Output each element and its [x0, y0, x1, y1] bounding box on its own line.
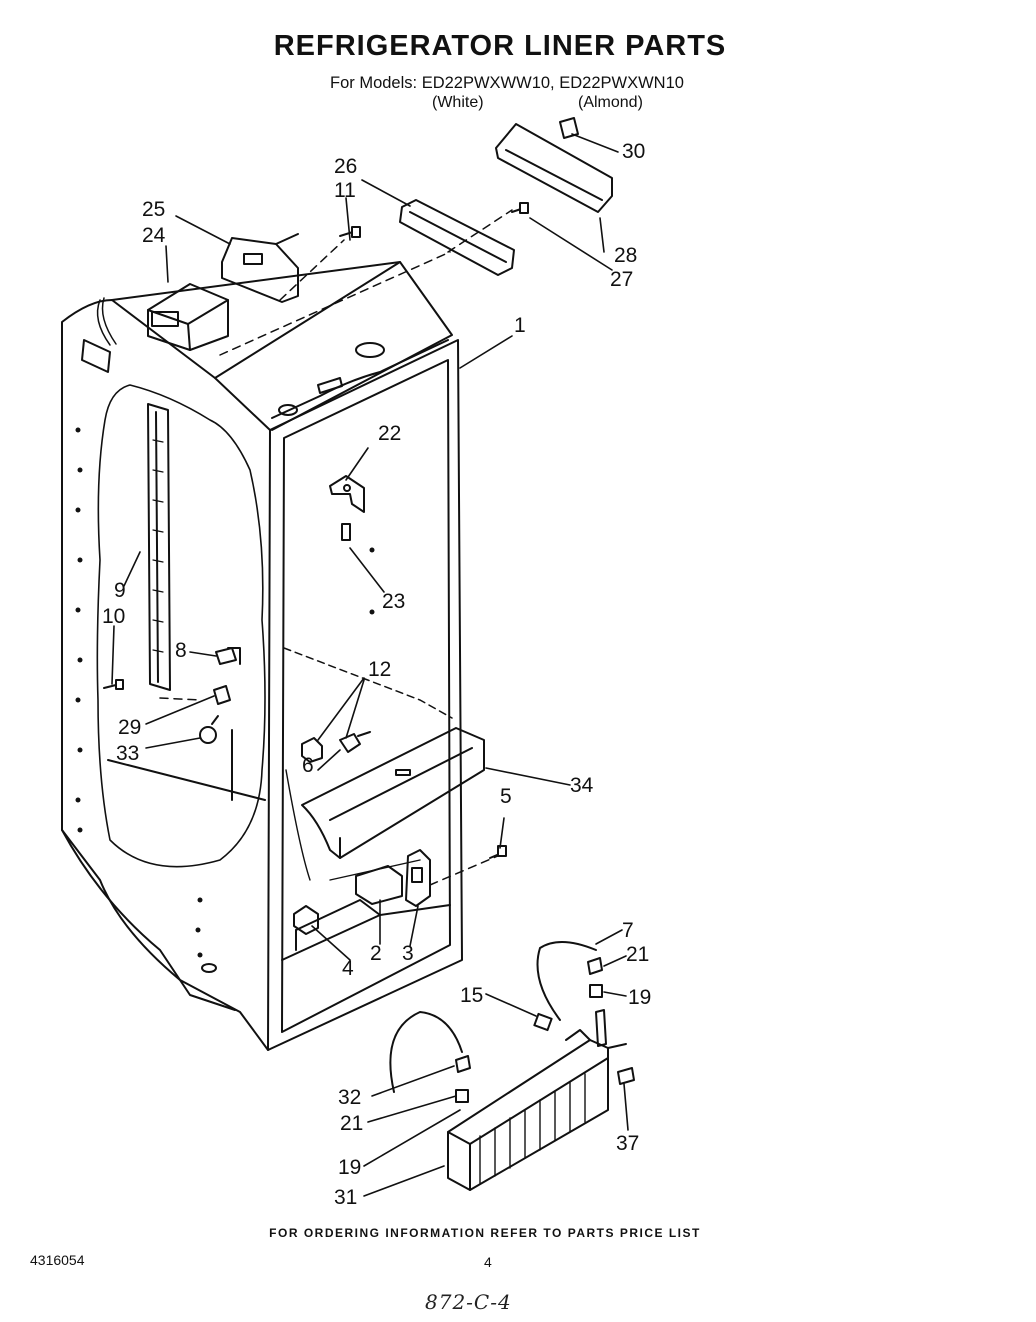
part-24-module	[147, 283, 229, 351]
callout-33: 33	[116, 742, 139, 765]
part-29-component	[213, 685, 231, 705]
part-3-component	[405, 849, 431, 907]
callout-22: 22	[378, 422, 401, 445]
leader-lines	[111, 133, 629, 1197]
part-8-component	[215, 647, 241, 665]
callout-6: 6	[302, 754, 314, 777]
callout-21-lower: 21	[340, 1112, 363, 1135]
callout-19-upper: 19	[628, 986, 651, 1009]
callout-24: 24	[142, 224, 166, 247]
callout-31: 31	[334, 1186, 357, 1209]
callout-30: 30	[622, 140, 645, 163]
callout-12: 12	[368, 658, 391, 681]
callout-9: 9	[114, 579, 126, 602]
callout-8: 8	[175, 639, 187, 662]
callout-28: 28	[614, 244, 637, 267]
part-22-bracket	[329, 475, 365, 513]
part-7-tube	[536, 941, 597, 1021]
screw-37	[617, 1067, 635, 1085]
fitting-19-lower	[455, 1089, 469, 1103]
fitting-21-upper	[587, 957, 603, 975]
screw-5	[489, 845, 507, 859]
liner-assembly	[61, 261, 463, 1051]
part-26-channel	[399, 199, 515, 276]
part-30-clip	[559, 117, 579, 139]
screw-27	[511, 202, 529, 214]
callout-29: 29	[118, 716, 141, 739]
callout-11: 11	[334, 179, 356, 202]
part-31-drain-pan	[447, 1009, 627, 1191]
callout-3: 3	[402, 942, 414, 965]
fitting-21-lower	[455, 1055, 471, 1073]
part-28-channel	[495, 123, 613, 213]
finish-almond-label: (Almond)	[578, 94, 643, 111]
callout-26: 26	[334, 155, 357, 178]
ordering-note: FOR ORDERING INFORMATION REFER TO PARTS …	[269, 1226, 701, 1240]
part-32-tube	[389, 1011, 463, 1093]
callout-1: 1	[514, 314, 526, 337]
part-4-component	[293, 905, 319, 935]
screw-11	[339, 226, 361, 238]
callout-5: 5	[500, 785, 512, 808]
callout-37: 37	[616, 1132, 639, 1155]
callout-21-upper: 21	[626, 943, 649, 966]
part-6-component	[339, 731, 371, 753]
part-2-component	[355, 865, 403, 905]
callout-32: 32	[338, 1086, 361, 1109]
callout-34: 34	[570, 774, 594, 797]
part-34-cover	[301, 727, 485, 859]
part-23-screw	[341, 523, 351, 541]
callout-2: 2	[370, 942, 382, 965]
fitting-19-upper	[589, 984, 603, 998]
page-number: 4	[484, 1254, 492, 1270]
part-15-fitting	[533, 1012, 553, 1032]
callout-10: 10	[102, 605, 125, 628]
callout-15: 15	[460, 984, 483, 1007]
assembly-lines	[159, 209, 513, 886]
part-25-bracket	[221, 233, 299, 303]
callout-4: 4	[342, 957, 354, 980]
callout-27: 27	[610, 268, 633, 291]
page-title: REFRIGERATOR LINER PARTS	[273, 30, 727, 62]
part-12-component	[301, 737, 323, 763]
handwritten-code: 872-C-4	[425, 1290, 512, 1314]
part-33-bulb	[199, 715, 219, 744]
finish-white-label: (White)	[432, 94, 484, 111]
model-list: For Models: ED22PWXWW10, ED22PWXWN10	[330, 74, 684, 92]
callout-19-lower: 19	[338, 1156, 361, 1179]
callout-25: 25	[142, 198, 165, 221]
document-number: 4316054	[30, 1252, 85, 1268]
callout-7: 7	[622, 919, 634, 942]
screw-10	[103, 679, 124, 690]
callout-labels: 1 2 3 4 5 6 7 8 9 10 11 12 15 19 19 21 2…	[102, 140, 651, 1209]
callout-23: 23	[382, 590, 405, 613]
